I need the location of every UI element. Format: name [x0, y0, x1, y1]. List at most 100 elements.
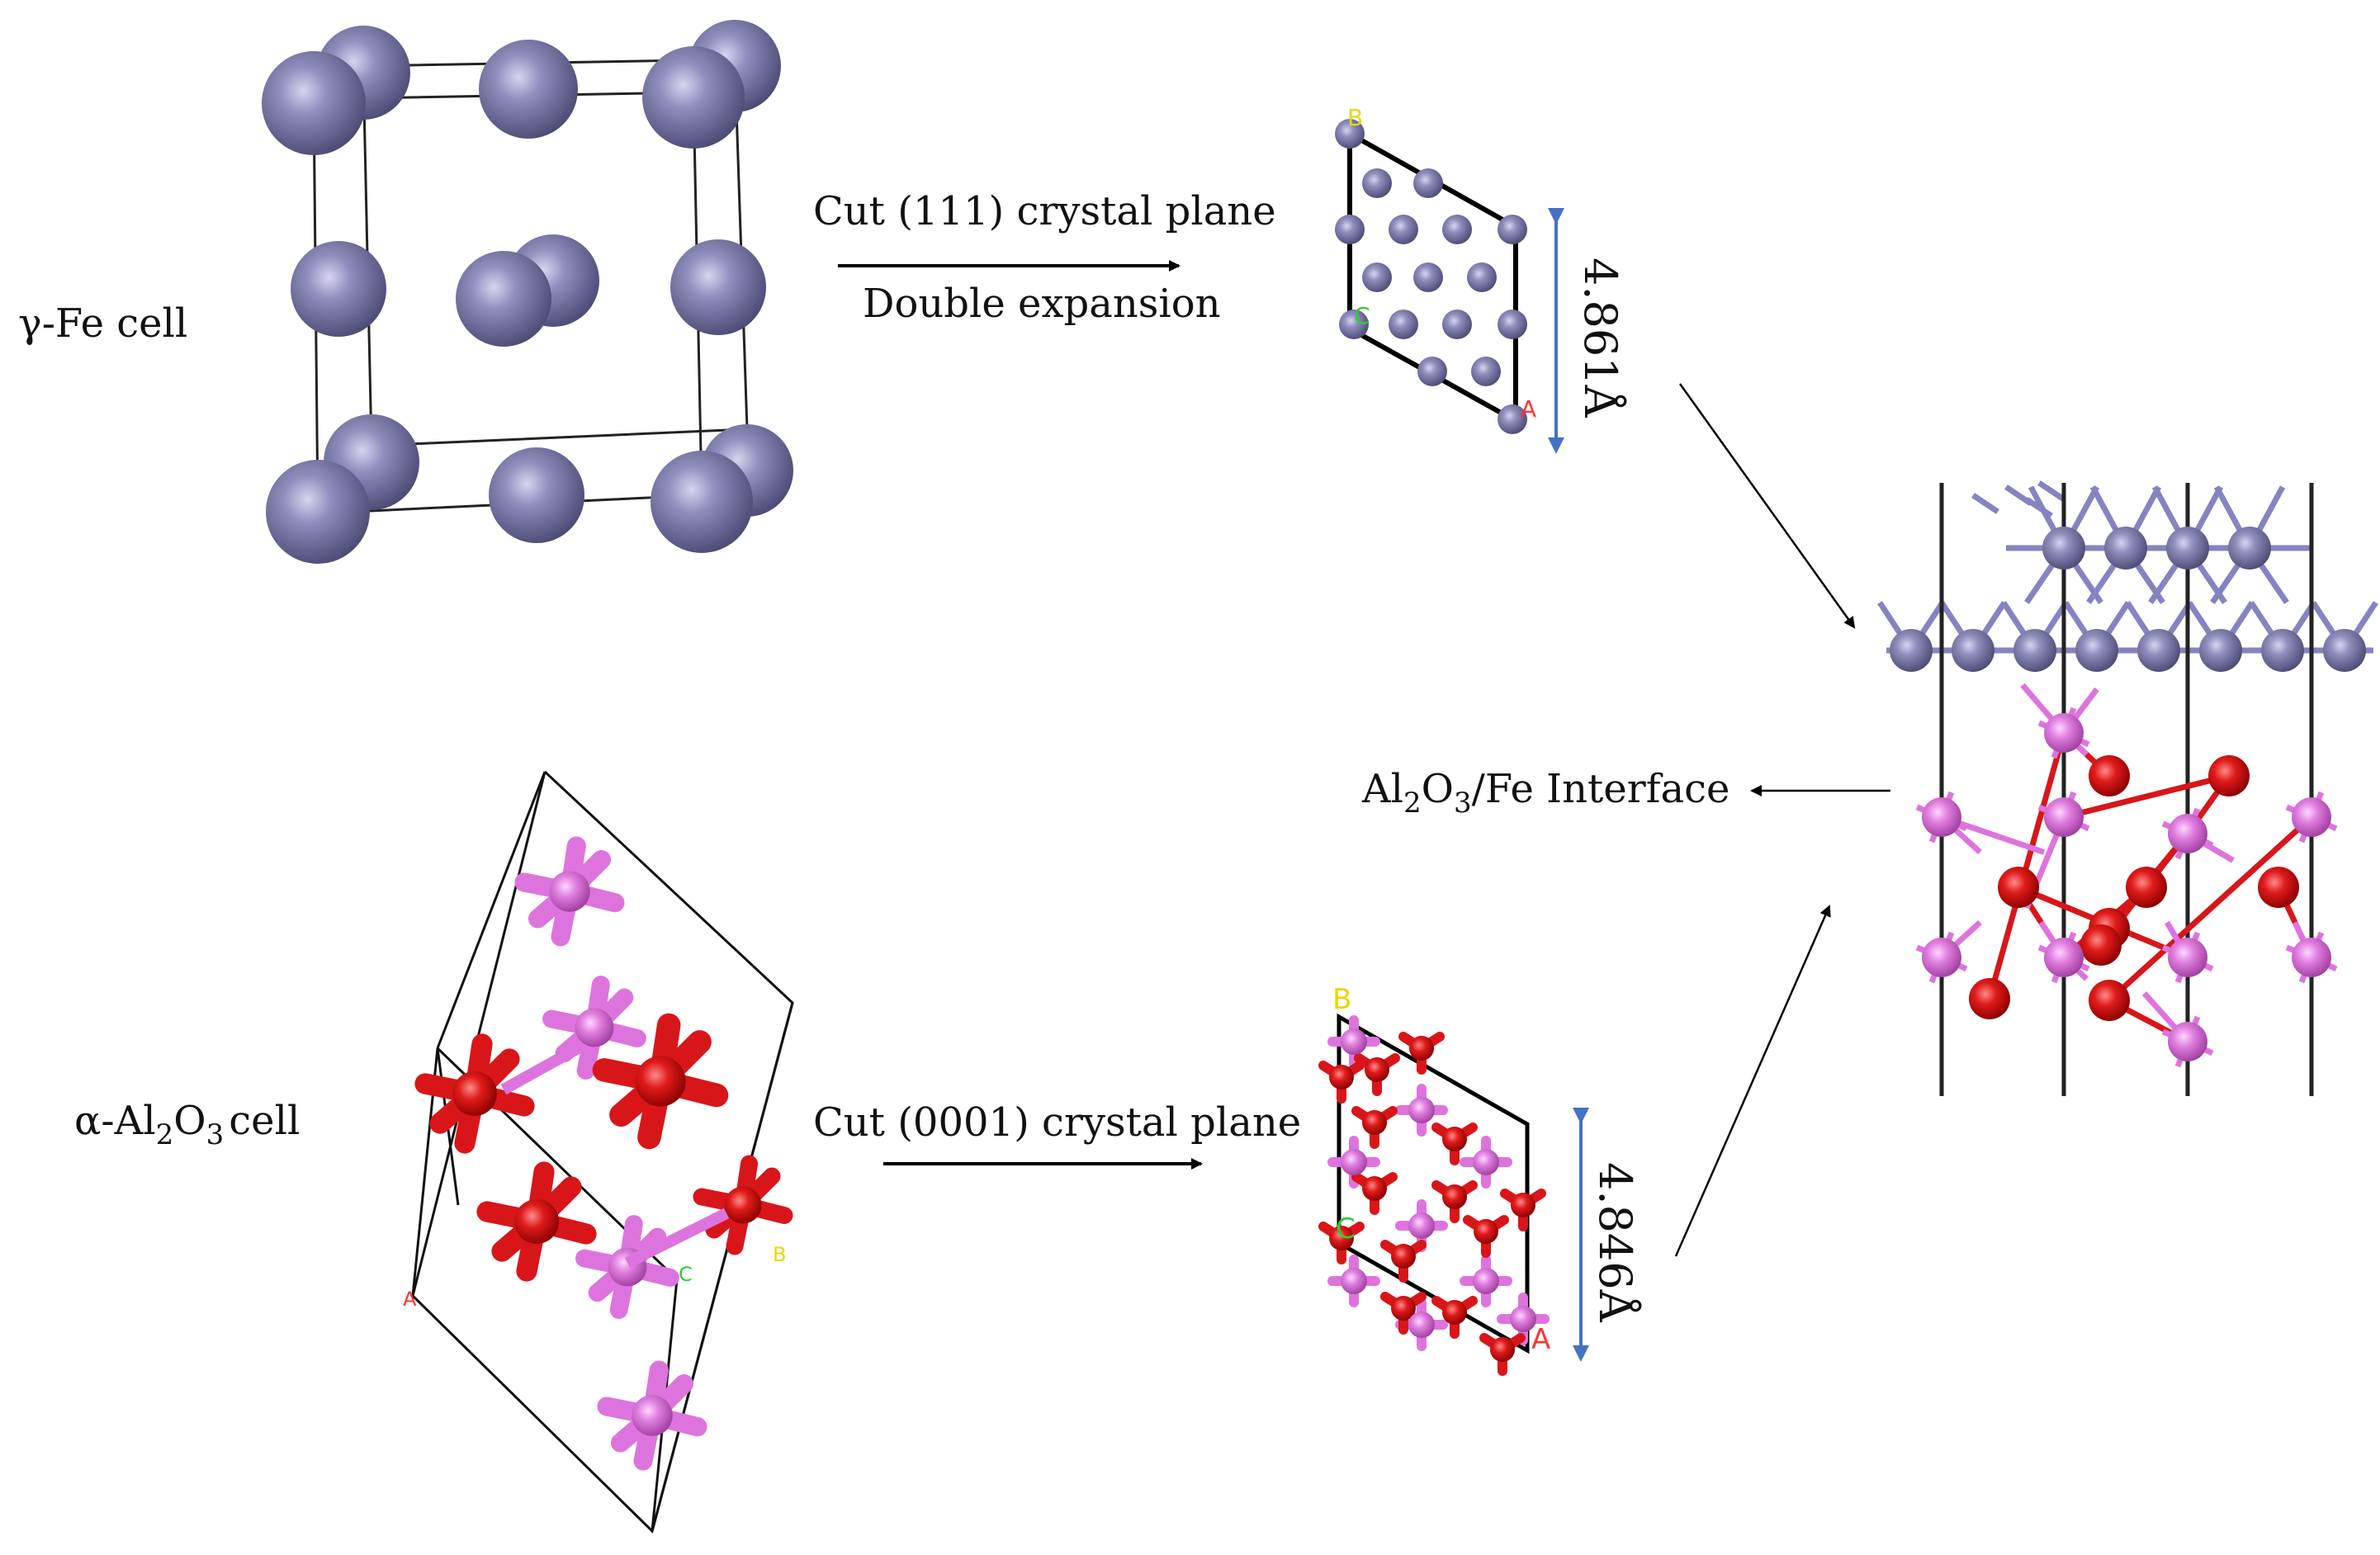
- fe-111-plane: B C A: [1335, 104, 1536, 434]
- fe-atom: [2228, 527, 2271, 570]
- fe-axis-b: B: [1347, 104, 1363, 131]
- al-dimension-label: 4.846Å: [1589, 1162, 1643, 1323]
- al-cell-axis-a: A: [403, 1288, 417, 1311]
- al-atom: [1473, 1268, 1499, 1294]
- o-atom: [1391, 1244, 1416, 1269]
- fe-plane-atom: [1442, 215, 1472, 244]
- al-atom: [1408, 1312, 1435, 1338]
- al-cell-axis-b: B: [773, 1243, 786, 1266]
- fe-atom: [2075, 629, 2118, 672]
- fe-bond: [2025, 497, 2053, 518]
- cut-0001-label: Cut (0001) crystal plane: [813, 1099, 1301, 1146]
- o-atom: [1511, 1193, 1535, 1217]
- o-atom: [2126, 867, 2167, 908]
- al2o3-bond: [624, 1208, 730, 1269]
- al-atom: [1510, 1306, 1536, 1332]
- al-to-interface-arrow: [1674, 905, 1831, 1257]
- o-atom: [2089, 980, 2130, 1021]
- o-atom: [2089, 755, 2130, 796]
- o-atom: [2258, 867, 2299, 908]
- al-atom: [2044, 797, 2084, 837]
- al-atom: [2168, 814, 2207, 853]
- o-atom: [1998, 867, 2039, 908]
- o-atom: [1362, 1110, 1387, 1135]
- fe-plane-atom: [1389, 215, 1418, 244]
- al-atom: [549, 871, 590, 912]
- o-atom: [1490, 1337, 1515, 1362]
- o-atom: [635, 1056, 686, 1107]
- al2o3-0001-plane: B C A: [1318, 983, 1550, 1376]
- fe-atom: [2042, 527, 2085, 570]
- al-atom: [2292, 938, 2331, 977]
- fe-atom: [2323, 629, 2366, 672]
- fe-atoms: [262, 20, 793, 564]
- fe-to-interface-arrow: [1678, 383, 1856, 629]
- fe-cell-label: γ-Fe cell: [18, 300, 187, 347]
- fe-plane-atom: [1442, 310, 1472, 339]
- fe-axis-c: C: [1354, 302, 1370, 329]
- o-atom: [1391, 1296, 1416, 1321]
- cut-111-label: Cut (111) crystal plane: [813, 188, 1276, 234]
- fe-atom: [2137, 629, 2180, 672]
- al-atom: [2292, 797, 2331, 837]
- al-atom: [2168, 938, 2207, 977]
- o-atom: [1362, 1176, 1387, 1201]
- al-atom: [1473, 1149, 1499, 1175]
- fe-atom: [1952, 629, 1994, 672]
- fe-plane-atom: [1389, 310, 1418, 339]
- al-atom: [1408, 1097, 1435, 1123]
- fe-bond: [1971, 493, 1999, 514]
- fe-plane-atom: [1498, 215, 1527, 244]
- double-expansion-label: Double expansion: [863, 281, 1221, 327]
- fe-unit-cell: [262, 20, 793, 564]
- fe-plane-atom: [1467, 262, 1497, 292]
- fe-atom: [2199, 629, 2242, 672]
- al-o-bond: [1986, 732, 2067, 1000]
- fe-plane-atom: [1413, 168, 1443, 198]
- al-o-bond: [2107, 815, 2314, 1003]
- al-plane-axis-a: A: [1531, 1323, 1550, 1356]
- o-atom: [2208, 755, 2250, 796]
- al-atom: [2168, 1022, 2207, 1061]
- al-atom: [1341, 1149, 1367, 1175]
- o-atom: [452, 1071, 497, 1116]
- fe-axis-a: A: [1521, 395, 1536, 423]
- o-atom: [724, 1186, 762, 1224]
- fe-plane-atom: [1362, 168, 1392, 198]
- al-plane-axis-b: B: [1332, 983, 1351, 1016]
- fe-atom: [2104, 527, 2147, 570]
- fe-plane-atom: [1335, 119, 1365, 149]
- fe-atom: [2013, 629, 2056, 672]
- fe-plane-atom: [1339, 310, 1369, 339]
- fe-atom: [1890, 629, 1933, 672]
- o-atom: [1329, 1065, 1354, 1089]
- fe-plane-atom: [1498, 310, 1527, 339]
- interface-label: Al2O3/Fe Interface: [1361, 766, 1729, 820]
- fe-plane-atom: [1362, 262, 1392, 292]
- o-atom: [1409, 1036, 1434, 1061]
- o-atom: [1442, 1184, 1467, 1209]
- al2o3-bond: [500, 1042, 581, 1095]
- fe-atom: [2261, 629, 2304, 672]
- o-atom: [1329, 1226, 1354, 1250]
- interface-cell-lines: [1939, 483, 2314, 1096]
- al-atom: [2044, 713, 2084, 753]
- o-atom: [1969, 978, 2010, 1019]
- o-atom: [1442, 1300, 1467, 1325]
- o-atom: [1474, 1219, 1498, 1244]
- fe-plane-atom: [1417, 357, 1447, 386]
- fe-plane-atom: [1413, 262, 1443, 292]
- interface-model: [1877, 480, 2378, 1096]
- fe-dimension-label: 4.861Å: [1574, 258, 1628, 418]
- o-atom: [1442, 1127, 1467, 1151]
- fe-atom: [2166, 527, 2209, 570]
- al-atom: [1922, 797, 1961, 837]
- al-atom: [2044, 938, 2084, 977]
- al2o3-unit-cell: A C B: [403, 770, 794, 1534]
- al-atom: [1341, 1268, 1367, 1294]
- al-o-bond: [2063, 773, 2230, 820]
- al-atom: [632, 1395, 673, 1436]
- o-atom: [2080, 924, 2122, 966]
